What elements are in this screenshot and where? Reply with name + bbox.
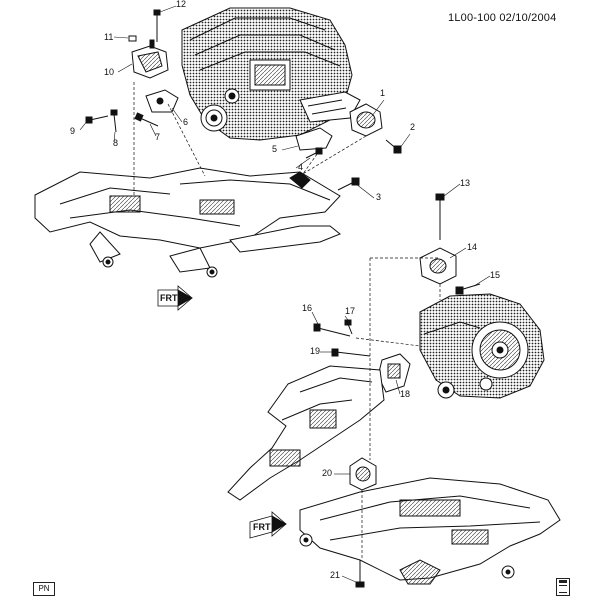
bolt-17 bbox=[344, 319, 353, 335]
front-label-bottom: FRT bbox=[253, 522, 271, 532]
bolt-9 bbox=[85, 115, 109, 124]
callout-19: 19 bbox=[310, 346, 320, 356]
callout-20: 20 bbox=[322, 468, 332, 478]
leader-lines bbox=[79, 5, 491, 583]
transmission-mount-14 bbox=[419, 247, 457, 285]
callout-3: 3 bbox=[376, 192, 381, 202]
bracket-6 bbox=[145, 89, 179, 113]
alignment-lines-top bbox=[133, 82, 367, 196]
transmission bbox=[419, 293, 545, 399]
top-frame-cradle bbox=[34, 167, 341, 278]
callout-10: 10 bbox=[104, 67, 114, 77]
callout-1: 1 bbox=[380, 88, 385, 98]
bolt-2 bbox=[385, 139, 402, 154]
bracket-18 bbox=[377, 353, 411, 393]
callout-16: 16 bbox=[302, 303, 312, 313]
callout-6: 6 bbox=[183, 117, 188, 127]
callout-13: 13 bbox=[460, 178, 470, 188]
bolt-3 bbox=[337, 177, 360, 191]
front-arrow-top: FRT bbox=[157, 285, 193, 311]
notes-icon bbox=[556, 578, 570, 596]
front-label-top: FRT bbox=[160, 293, 178, 303]
bracket-5 bbox=[295, 127, 333, 151]
bolt-16 bbox=[313, 323, 351, 337]
bolt-21 bbox=[355, 560, 365, 588]
engine-mount-left bbox=[131, 39, 169, 79]
frame-rail-left bbox=[227, 365, 385, 501]
bolt-12 bbox=[153, 9, 161, 42]
callout-17: 17 bbox=[345, 306, 355, 316]
front-arrow-bottom: FRT bbox=[249, 511, 287, 539]
bolt-8 bbox=[110, 109, 118, 133]
bottom-frame-cradle bbox=[299, 477, 561, 585]
callout-11: 11 bbox=[104, 32, 113, 42]
nut-11 bbox=[128, 35, 137, 42]
diagram-header: 1L00-100 02/10/2004 bbox=[448, 12, 556, 24]
bolt-19 bbox=[331, 348, 371, 357]
transmission-mount-20 bbox=[349, 457, 377, 491]
callout-8: 8 bbox=[113, 138, 118, 148]
diagram-date: 02/10/2004 bbox=[499, 12, 557, 24]
callout-14: 14 bbox=[467, 242, 477, 252]
notes-icon-lines bbox=[559, 585, 567, 593]
callout-15: 15 bbox=[490, 270, 500, 280]
engine bbox=[181, 7, 361, 141]
callout-21: 21 bbox=[330, 570, 340, 580]
callout-9: 9 bbox=[70, 126, 75, 136]
bolt-7 bbox=[134, 112, 159, 127]
bolt-15 bbox=[455, 283, 481, 295]
callout-7: 7 bbox=[155, 132, 160, 142]
callout-18: 18 bbox=[400, 389, 410, 399]
callout-12: 12 bbox=[176, 0, 186, 9]
alignment-lines-bottom bbox=[355, 257, 441, 558]
notes-icon-cap bbox=[559, 580, 567, 583]
callout-4: 4 bbox=[298, 162, 303, 172]
callout-5: 5 bbox=[272, 144, 277, 154]
pn-badge: PN bbox=[33, 582, 55, 596]
transmission-mount-1 bbox=[349, 103, 383, 137]
diagram-code: 1L00-100 bbox=[448, 12, 497, 24]
bolt-13 bbox=[435, 193, 445, 240]
callout-2: 2 bbox=[410, 122, 415, 132]
